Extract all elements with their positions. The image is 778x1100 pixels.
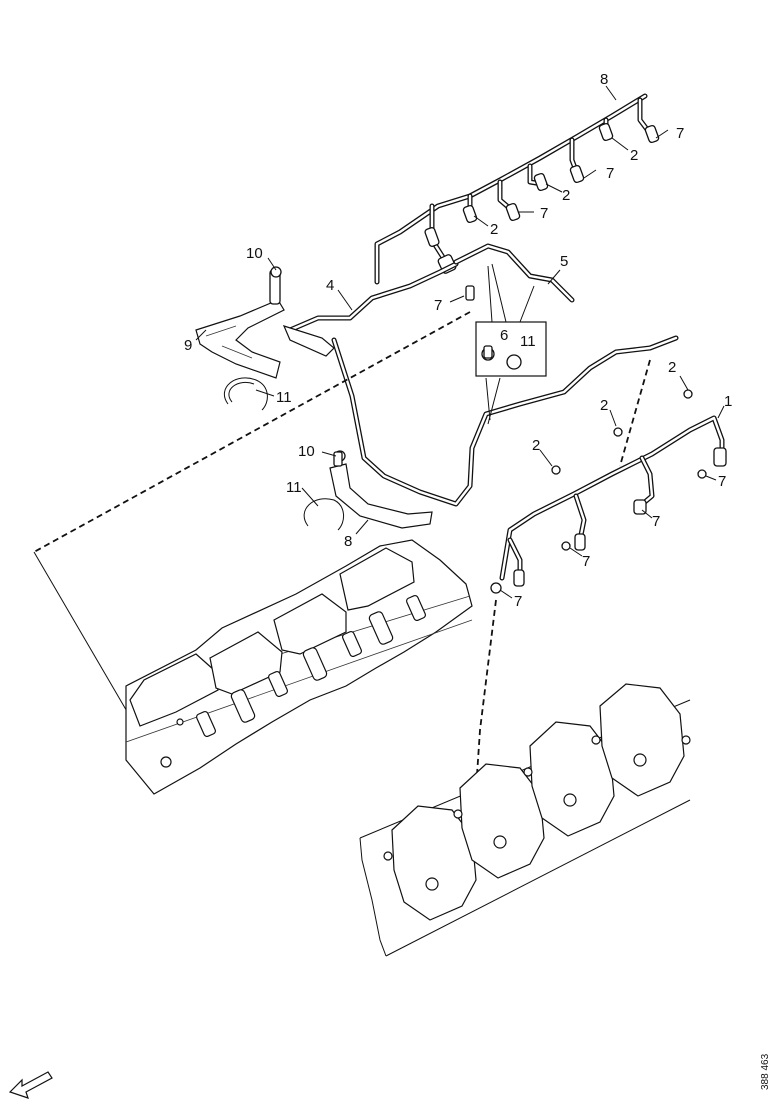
rocker-cover-left <box>125 539 473 795</box>
cylinder-heads-right <box>359 683 691 957</box>
callout-7: 7 <box>582 553 590 570</box>
fuel-rail-upper <box>374 93 655 285</box>
clamp-11-mid <box>303 498 344 531</box>
drawing-reference: 388 463 <box>760 1053 771 1090</box>
callout-8: 8 <box>600 71 608 88</box>
callout-5: 5 <box>560 253 568 270</box>
fuel-pipe-4-5 <box>287 243 679 507</box>
callout-9: 9 <box>184 337 192 354</box>
callout-11: 11 <box>520 333 536 350</box>
callout-10: 10 <box>246 245 263 262</box>
callout-7: 7 <box>606 165 614 182</box>
callout-8: 8 <box>344 533 352 550</box>
callout-7: 7 <box>434 297 442 314</box>
callout-2: 2 <box>600 397 608 414</box>
callout-7: 7 <box>676 125 684 142</box>
fittings-lower <box>490 389 727 594</box>
clamp-11-left <box>223 377 268 411</box>
bracket-4-clip <box>282 325 335 357</box>
leader-lines <box>195 85 725 599</box>
detail-inset <box>475 263 547 425</box>
callout-4: 4 <box>326 277 334 294</box>
callout-7: 7 <box>514 593 522 610</box>
callouts: 8 7 2 7 2 7 2 7 10 4 5 7 6 11 9 11 2 1 2… <box>184 71 732 610</box>
callout-2: 2 <box>532 437 540 454</box>
callout-7: 7 <box>652 513 660 530</box>
bracket-9 <box>195 266 285 379</box>
callout-2: 2 <box>490 221 498 238</box>
callout-2: 2 <box>668 359 676 376</box>
callout-7: 7 <box>718 473 726 490</box>
callout-7: 7 <box>540 205 548 222</box>
direction-arrow-icon <box>8 1071 53 1099</box>
callout-1: 1 <box>724 393 732 410</box>
callout-2: 2 <box>562 187 570 204</box>
callout-11: 11 <box>286 479 302 496</box>
callout-11: 11 <box>276 389 292 406</box>
callout-10: 10 <box>298 443 315 460</box>
fittings-upper <box>424 122 660 301</box>
callout-2: 2 <box>630 147 638 164</box>
callout-6: 6 <box>500 327 508 344</box>
